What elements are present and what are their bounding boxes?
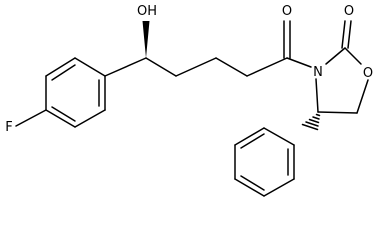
fluorophenyl-ring bbox=[45, 57, 106, 128]
aryl-carbinol-bond bbox=[104, 57, 147, 77]
c-f-bond bbox=[15, 109, 47, 127]
chemical-structure: F OH O O N O bbox=[5, 4, 373, 197]
ring-oxygen-label: O bbox=[363, 66, 373, 81]
nitrogen-atom-label: N bbox=[313, 65, 323, 80]
carbonyl-oxygen-label: O bbox=[344, 4, 354, 19]
oxazolidinone-ring bbox=[315, 47, 369, 114]
amide-bond bbox=[286, 57, 312, 68]
carbamate-double-bond bbox=[341, 20, 352, 49]
hydroxyl-label: OH bbox=[137, 4, 157, 19]
fluorine-atom-label: F bbox=[5, 120, 12, 135]
ketone-double-bond bbox=[283, 20, 291, 59]
hydroxyl-wedge-bond bbox=[142, 21, 150, 58]
phenyl-hashed-wedge-bond bbox=[301, 113, 321, 131]
ketone-oxygen-label: O bbox=[282, 4, 292, 19]
alkyl-chain bbox=[145, 57, 288, 77]
phenyl-ring bbox=[234, 127, 295, 197]
